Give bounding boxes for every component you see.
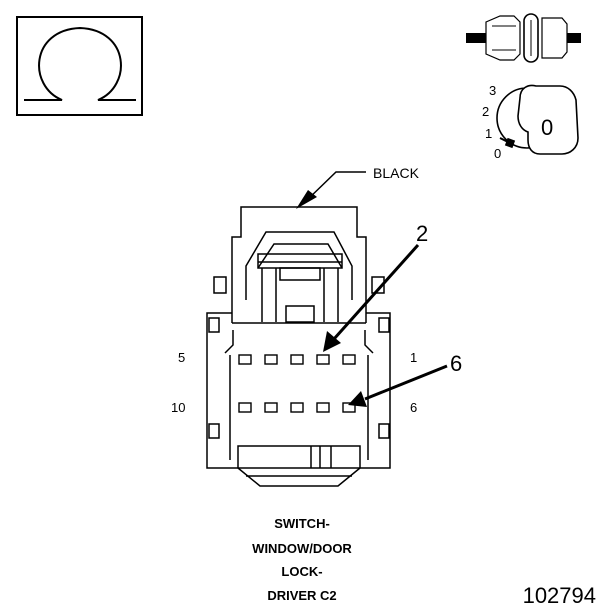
terminal-cavities: [238, 354, 356, 413]
callout-arrow-6: [348, 364, 448, 407]
pin-label-10: 10: [171, 400, 185, 415]
callout-2-label: 2: [416, 221, 428, 246]
connector-color-label: BLACK: [373, 165, 420, 181]
cavity-2: [316, 354, 330, 365]
cavity-5: [238, 354, 252, 365]
key-position-1: 1: [485, 126, 492, 141]
callout-6-label: 6: [450, 351, 462, 376]
key-position-2: 2: [482, 104, 489, 119]
cavity-9: [264, 402, 278, 413]
component-caption: SWITCH- WINDOW/DOOR LOCK- DRIVER C2: [252, 516, 352, 603]
color-leader: [296, 171, 366, 209]
callout-arrow-2: [323, 244, 420, 352]
connector-body: [206, 206, 391, 487]
pin-label-6: 6: [410, 400, 417, 415]
caption-line-4: DRIVER C2: [267, 588, 336, 603]
cavity-8: [290, 402, 304, 413]
figure-number: 102794: [523, 583, 596, 608]
bulb-icon: [466, 13, 581, 63]
key-position-label: 0: [541, 115, 553, 140]
caption-line-3: LOCK-: [281, 564, 322, 579]
cavity-7: [316, 402, 330, 413]
pin-label-1: 1: [410, 350, 417, 365]
caption-line-1: SWITCH-: [274, 516, 330, 531]
cavity-4: [264, 354, 278, 365]
key-position-3: 3: [489, 83, 496, 98]
ohmmeter-icon: [16, 16, 143, 116]
pin-label-5: 5: [178, 350, 185, 365]
caption-line-2: WINDOW/DOOR: [252, 541, 352, 556]
cavity-1: [342, 354, 356, 365]
key-position-0: 0: [494, 146, 501, 161]
cavity-3: [290, 354, 304, 365]
cavity-10: [238, 402, 252, 413]
ignition-key-icon: 0 3 2 1 0: [482, 83, 579, 161]
cavity-6: [342, 402, 356, 413]
